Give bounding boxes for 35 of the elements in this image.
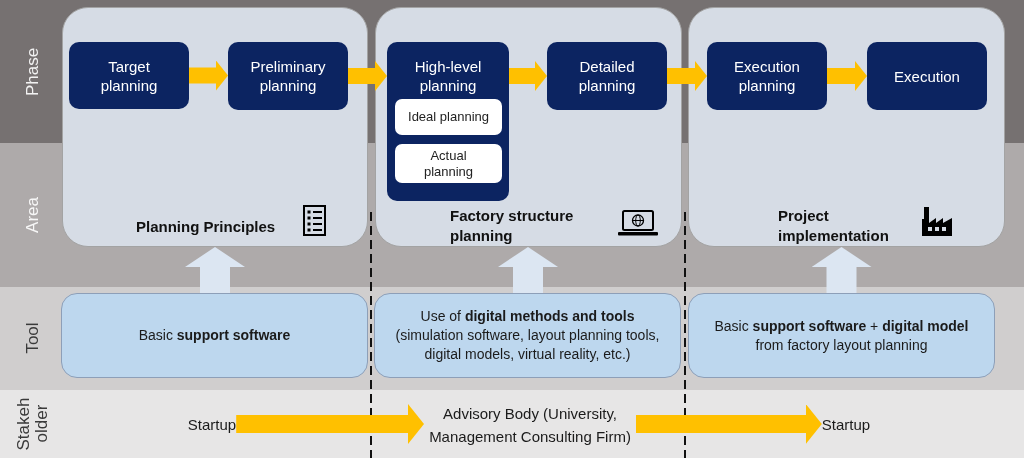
- area-panel: [688, 7, 1005, 247]
- stakeholder-text: Startup: [187, 412, 237, 436]
- stakeholder-text: Advisory Body (University, Management Consulting Firm): [424, 402, 636, 448]
- block-arrow: [185, 247, 245, 293]
- block-arrow: [827, 61, 867, 91]
- block-arrow: [236, 404, 424, 444]
- tool-box: Basic support software + digital model from factory layout planning: [688, 293, 995, 378]
- sub-step-box: Actual planning: [395, 144, 502, 183]
- block-arrow: [636, 404, 822, 444]
- phase-step-box: Execution: [867, 42, 987, 110]
- area-title: Factory structure planning: [450, 206, 575, 246]
- lane-label: Tool: [24, 322, 42, 354]
- stakeholder-text: Startup: [821, 412, 871, 436]
- block-arrow: [509, 61, 547, 91]
- area-panel: [62, 7, 368, 247]
- sub-step-box: Ideal planning: [395, 99, 502, 135]
- block-arrow: [498, 247, 558, 293]
- area-title: Planning Principles: [136, 217, 276, 236]
- phase-step-box: [387, 42, 509, 201]
- area-title: Project implementation: [778, 206, 890, 246]
- lane-label: Phase: [24, 47, 42, 97]
- lane-label: Stakeh older: [15, 397, 51, 451]
- block-arrow: [348, 61, 387, 91]
- area-panel: [375, 7, 682, 247]
- block-arrow: [667, 61, 707, 91]
- block-arrow: [189, 60, 228, 91]
- phase-step-box: Detailed planning: [547, 42, 667, 110]
- phase-step-box: Target planning: [69, 42, 189, 109]
- phase-step-box: Execution planning: [707, 42, 827, 110]
- step-title: High-level planning: [413, 57, 483, 95]
- block-arrow: [811, 247, 872, 293]
- tool-box: Basic support software: [61, 293, 368, 378]
- phase-step-box: Preliminary planning: [228, 42, 348, 110]
- tool-box: Use of digital methods and tools (simulation software, layout planning tools, digital models, virtual reality, etc.): [374, 293, 681, 378]
- lane-label: Area: [24, 197, 42, 233]
